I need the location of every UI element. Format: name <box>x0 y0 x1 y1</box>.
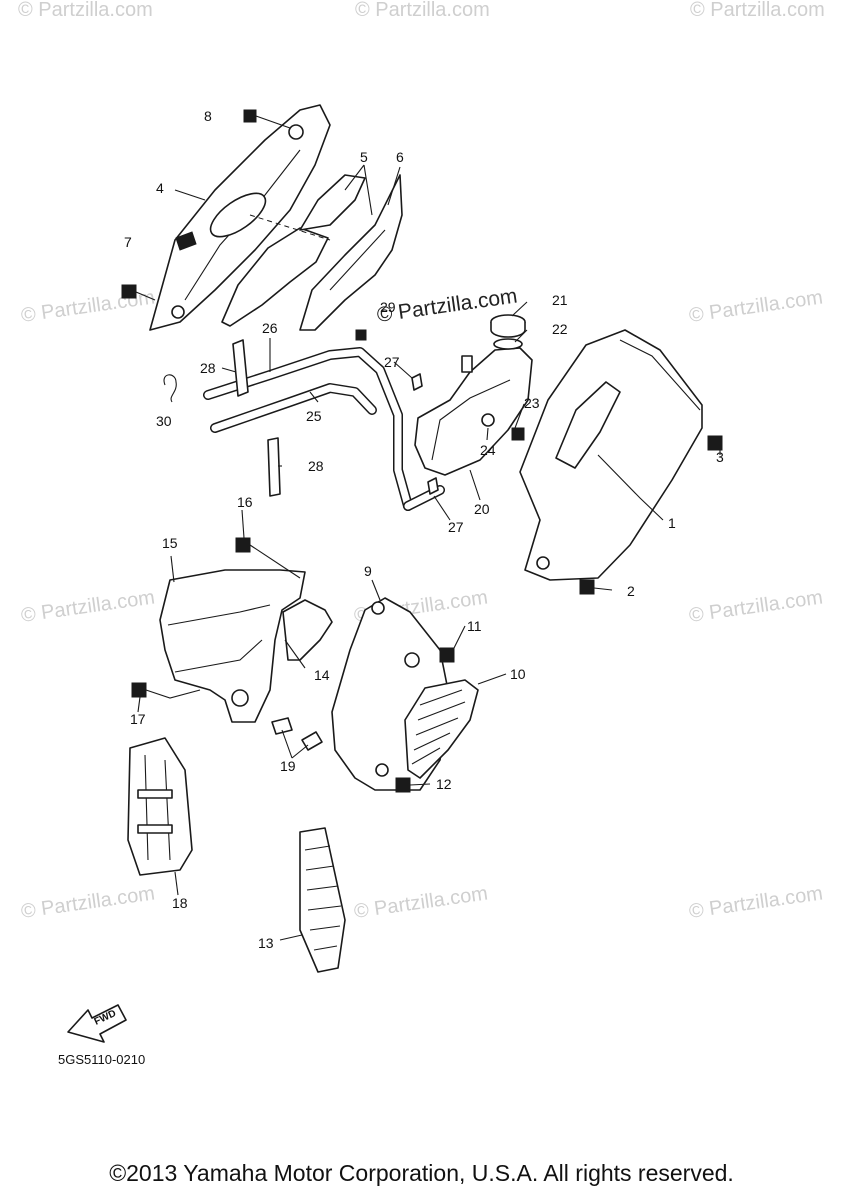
part-20-reservoir-tank <box>414 347 533 476</box>
callout-2: 2 <box>627 583 635 599</box>
callout-28: 28 <box>200 360 216 376</box>
callout-23: 23 <box>524 395 540 411</box>
part-4-side-cover <box>149 104 331 331</box>
part-13-radiator-grille <box>299 827 346 973</box>
callout-15: 15 <box>162 535 178 551</box>
callout-24: 24 <box>480 442 496 458</box>
part-22-seal <box>493 338 523 350</box>
callout-25: 25 <box>306 408 322 424</box>
callout-12: 12 <box>436 776 452 792</box>
part-1-right-side-cover <box>519 329 703 581</box>
bolt-17-icon <box>131 682 147 698</box>
fwd-arrow-icon: FWD <box>67 1004 127 1043</box>
watermark: © Partzilla.com <box>353 882 490 923</box>
callout-6: 6 <box>396 149 404 165</box>
callout-14: 14 <box>314 667 330 683</box>
bolt-23-icon <box>511 427 525 441</box>
clamp-27-icon <box>411 373 423 391</box>
callout-13: 13 <box>258 935 274 951</box>
watermark: © Partzilla.com <box>18 0 153 21</box>
callout-27: 27 <box>448 519 464 535</box>
tie-28-icon <box>232 339 249 397</box>
part-14-panel <box>282 599 333 661</box>
watermark: © Partzilla.com <box>688 882 825 923</box>
copyright-notice: ©2013 Yamaha Motor Corporation, U.S.A. A… <box>109 1160 734 1186</box>
bolt-11-icon <box>439 647 455 663</box>
callout-21: 21 <box>552 292 568 308</box>
bolt-2-icon <box>579 579 595 595</box>
callout-7: 7 <box>124 234 132 250</box>
callouts: 1 2 3 4 5 6 7 8 9 10 11 12 13 14 15 16 1… <box>124 108 724 951</box>
callout-27: 27 <box>384 354 400 370</box>
callout-22: 22 <box>552 321 568 337</box>
part-21-cap <box>490 314 526 338</box>
callout-3: 3 <box>716 449 724 465</box>
watermark: © Partzilla.com <box>690 0 825 21</box>
callout-1: 1 <box>668 515 676 531</box>
bolt-7-icon <box>121 284 137 299</box>
nut-19-icon <box>271 717 293 735</box>
part-18-radiator-guard <box>127 737 193 876</box>
part-10-louver-panel <box>404 679 479 779</box>
watermark: © Partzilla.com <box>688 586 825 627</box>
watermark: © Partzilla.com <box>688 286 825 327</box>
hardware <box>121 109 723 793</box>
callout-8: 8 <box>204 108 212 124</box>
part-6-graphic <box>299 174 403 331</box>
clip-29-icon <box>355 329 367 341</box>
hoses <box>203 347 445 511</box>
callout-5: 5 <box>360 149 368 165</box>
tie-28b-icon <box>267 437 281 497</box>
callout-28: 28 <box>308 458 324 474</box>
clip-30-icon <box>163 374 177 403</box>
part-5-graphics <box>221 174 366 327</box>
watermark: © Partzilla.com <box>20 586 157 627</box>
bolt-8-icon <box>243 109 257 123</box>
callout-29: 29 <box>380 299 396 315</box>
callout-30: 30 <box>156 413 172 429</box>
bolt-3-icon <box>707 435 723 451</box>
callout-16: 16 <box>237 494 253 510</box>
diagram-code: 5GS5110-0210 <box>58 1052 145 1067</box>
callout-18: 18 <box>172 895 188 911</box>
callout-11: 11 <box>467 618 482 634</box>
callout-17: 17 <box>130 711 146 727</box>
bolt-16-icon <box>235 537 251 553</box>
callout-19: 19 <box>280 758 296 774</box>
bolt-12-icon <box>395 777 411 793</box>
part-15-shroud <box>159 569 306 723</box>
leader-lines <box>137 164 721 941</box>
clamp-27b-icon <box>427 477 439 495</box>
watermark: © Partzilla.com <box>355 0 490 21</box>
callout-9: 9 <box>364 563 372 579</box>
watermark: © Partzilla.com <box>20 882 157 923</box>
callout-26: 26 <box>262 320 278 336</box>
callout-10: 10 <box>510 666 526 682</box>
callout-4: 4 <box>156 180 164 196</box>
callout-20: 20 <box>474 501 490 517</box>
